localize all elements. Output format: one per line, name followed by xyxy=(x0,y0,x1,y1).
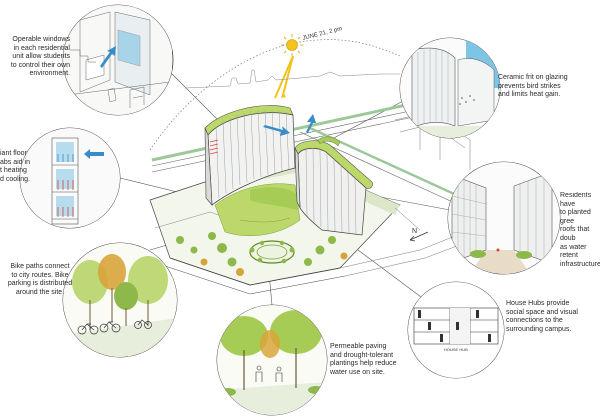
callout-bubble-hubs xyxy=(407,281,505,379)
house-hub-label: HOUSE HUB xyxy=(444,347,468,352)
circular-plaza xyxy=(249,240,295,264)
callout-text-ceramic: Ceramic frit on glazing prevents bird st… xyxy=(498,74,568,99)
callout-text-windows: Operable windows in each residential uni… xyxy=(10,36,70,78)
callout-bubble-bike xyxy=(62,242,178,358)
city-skyline xyxy=(184,69,400,89)
callout-bubble-ceramic xyxy=(399,37,501,139)
airflow-arrows xyxy=(263,114,316,136)
north-label: N xyxy=(412,228,418,235)
callout-text-hubs: House Hubs provide social space and visu… xyxy=(506,300,578,333)
callout-text-radiant: iant floor abs aid in t heating d coolin… xyxy=(0,150,30,183)
callout-bubble-paving xyxy=(216,304,328,416)
courtyard-lawn xyxy=(214,183,301,237)
tower-right xyxy=(294,136,373,236)
callout-bubble-radiant xyxy=(19,127,121,229)
site-trees xyxy=(176,232,348,276)
sun-icon xyxy=(281,34,303,56)
callout-text-bike: Bike paths connect to city routes. Bike … xyxy=(7,263,73,296)
sun-ray-arrows xyxy=(274,55,294,99)
north-arrow-icon xyxy=(409,231,429,242)
sun-path xyxy=(149,34,401,151)
callout-bubble-windows xyxy=(62,4,174,116)
callout-text-paving: Permeable paving and drought-tolerant pl… xyxy=(330,343,397,376)
tower-left xyxy=(204,105,296,206)
callout-bubble-roofs xyxy=(447,161,561,275)
callout-text-roofs: Residents have to planted gree roofs tha… xyxy=(560,192,600,268)
